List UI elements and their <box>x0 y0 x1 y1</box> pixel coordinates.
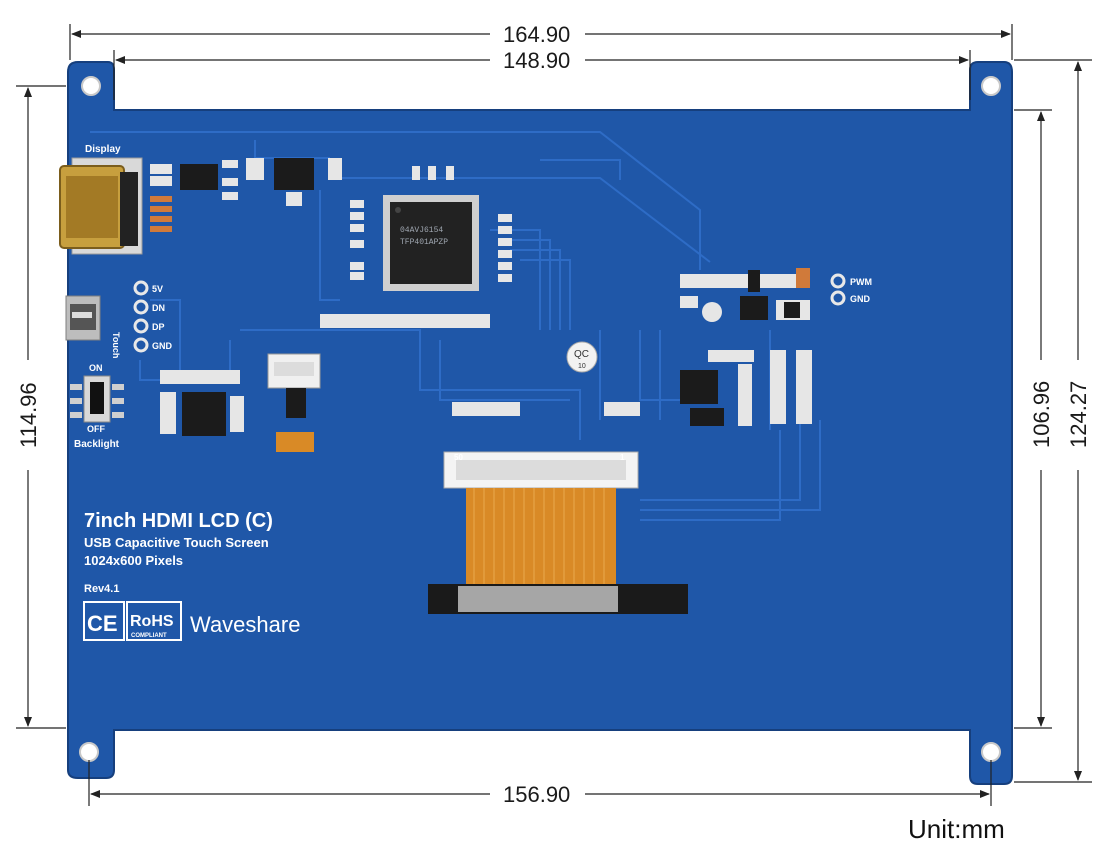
dimension-right-inner-height: 106.96 <box>1029 381 1054 448</box>
ce-mark-logo: CE <box>83 601 125 641</box>
usb-pin-header <box>133 280 149 353</box>
qc-sticker <box>566 341 598 373</box>
pin-label-dn: DN <box>152 303 165 313</box>
chip-marking-1: 04AVJ6154 <box>400 226 443 235</box>
fpc-pin-50: 50 <box>454 453 463 462</box>
dimension-lines <box>16 24 1092 806</box>
dimension-bottom-width: 156.90 <box>503 782 570 807</box>
board-resolution: 1024x600 Pixels <box>84 553 183 568</box>
switch-off-label: OFF <box>87 424 105 434</box>
display-label: Display <box>85 144 121 155</box>
pin-label-gnd: GND <box>152 341 173 351</box>
pin-label-5v: 5V <box>152 284 163 294</box>
lcd-panel-edge <box>428 584 688 614</box>
unit-label: Unit:mm <box>908 814 1005 844</box>
chip-marking-2: TFP401APZP <box>400 238 448 247</box>
lcd-fpc-connector <box>443 451 639 489</box>
chip-passives <box>320 166 640 416</box>
rohs-text: RoHS <box>130 613 174 630</box>
backlight-switch <box>70 375 124 423</box>
board-revision: Rev4.1 <box>84 583 119 595</box>
rohs-sub-text: COMPLIANT <box>131 633 167 639</box>
brand-name: Waveshare <box>190 612 300 637</box>
power-circuitry <box>680 268 812 426</box>
pin-label-gnd-right: GND <box>850 294 871 304</box>
ce-mark-text: CE <box>87 611 118 636</box>
lcd-ribbon-cable <box>466 488 616 584</box>
mount-hole-top-right <box>981 76 1001 96</box>
mount-hole-top-left <box>81 76 101 96</box>
pin-label-dp: DP <box>152 322 165 332</box>
main-chip-tfp401 <box>383 195 479 291</box>
pwm-pin-header <box>830 273 846 306</box>
mount-hole-bottom-right <box>981 742 1001 762</box>
qc-text: QC <box>574 349 589 360</box>
fpc-pin-1: 1 <box>620 453 625 462</box>
touch-fpc-connector <box>267 353 321 452</box>
dimension-hole-width: 148.90 <box>503 48 570 73</box>
backlight-label: Backlight <box>74 439 120 450</box>
board-subtitle: USB Capacitive Touch Screen <box>84 535 269 550</box>
micro-usb-connector <box>65 295 101 341</box>
touch-label: Touch <box>111 332 121 358</box>
switch-on-label: ON <box>89 363 103 373</box>
touch-controller-ic <box>160 370 244 436</box>
hdmi-connector <box>59 157 143 255</box>
qc-number: 10 <box>578 363 586 370</box>
dimension-right-outer-height: 124.27 <box>1066 381 1091 448</box>
board-title: 7inch HDMI LCD (C) <box>84 510 273 532</box>
dimension-left-height: 114.96 <box>16 382 41 448</box>
pin-label-pwm: PWM <box>850 277 872 287</box>
mount-hole-bottom-left <box>79 742 99 762</box>
rohs-logo: RoHS COMPLIANT <box>126 601 182 641</box>
smd-components-top-left <box>150 158 342 232</box>
dimension-outer-width: 164.90 <box>503 22 570 47</box>
pcb-board <box>67 61 1013 785</box>
